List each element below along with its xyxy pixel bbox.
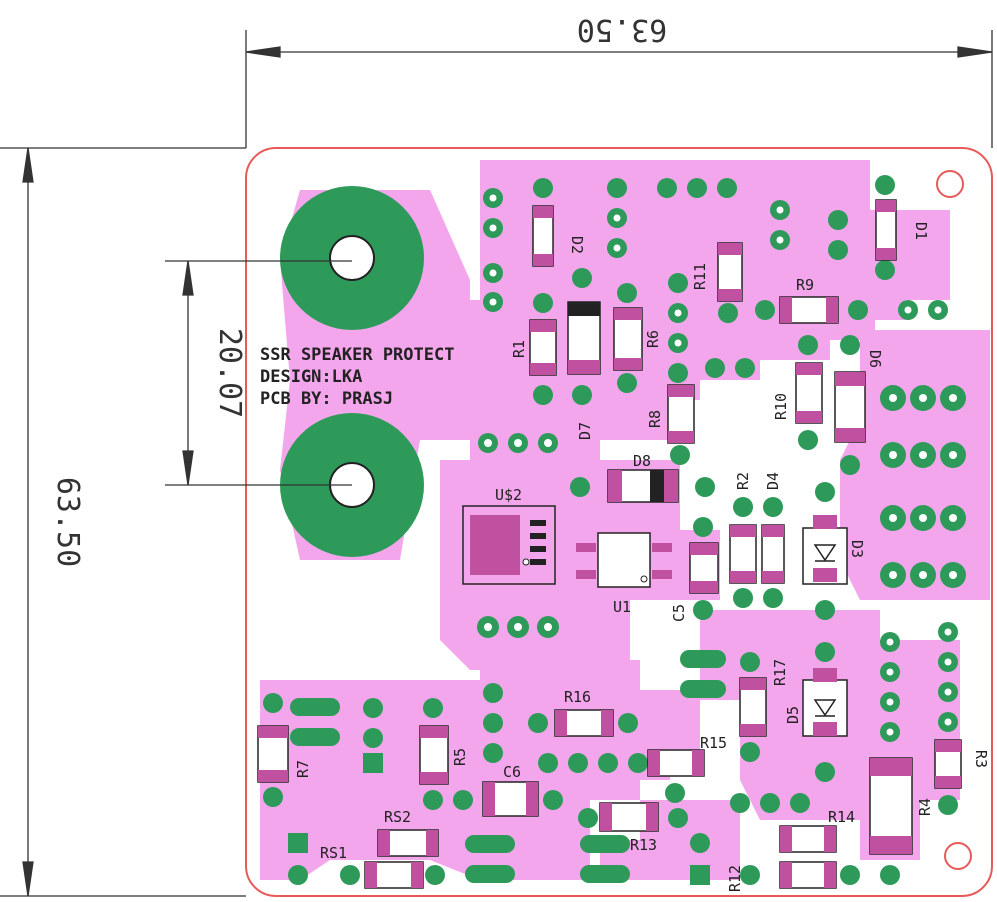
label-d8: D8 [633,452,651,470]
label-r17: R17 [771,659,789,686]
label-r13: R13 [630,836,657,854]
label-d3: D3 [848,540,866,558]
label-c5: C5 [670,604,688,622]
label-r7: R7 [294,760,312,778]
label-rs1: RS1 [320,844,347,862]
label-r6: R6 [644,330,662,348]
label-d5: D5 [784,706,802,724]
label-r4: R4 [916,798,934,816]
label-r2: R2 [734,472,752,490]
smd-components [257,199,962,889]
label-usc2: U$2 [495,486,522,504]
label-d1: D1 [912,222,930,240]
dimension-width: 63.50 [577,12,667,47]
drill-holes [484,194,957,736]
label-r9: R9 [796,276,814,294]
dimension-height: 63.50 [50,477,85,567]
label-r14: R14 [828,808,855,826]
label-d4: D4 [764,472,782,490]
label-c6: C6 [503,763,521,781]
dimension-spacing: 20.07 [212,328,247,418]
dimension-lines [0,30,993,897]
reference-designators: D2 D1 R11 R9 R1 R6 D7 R8 R10 D6 D8 R2 D4… [294,222,990,892]
label-rs2: RS2 [384,808,411,826]
label-d2: D2 [568,236,586,254]
mount-hole-top-right [936,170,964,198]
label-r16: R16 [564,688,591,706]
label-d6: D6 [866,350,884,368]
label-r12: R12 [726,865,744,892]
label-u1: U1 [613,598,631,616]
label-r5: R5 [451,748,469,766]
label-r1: R1 [510,340,528,358]
board-title-line3: PCB BY: PRASJ [260,389,393,409]
label-d7: D7 [576,422,594,440]
board-title-line2: DESIGN:LKA [260,367,362,387]
speaker-terminal-pads [280,186,424,557]
label-r8: R8 [646,410,664,428]
label-r11: R11 [691,263,709,290]
label-r15: R15 [700,734,727,752]
mount-hole-bottom-right [944,842,972,870]
label-r10: R10 [772,393,790,420]
label-r3: R3 [972,750,990,768]
board-title-line1: SSR SPEAKER PROTECT [260,345,454,365]
